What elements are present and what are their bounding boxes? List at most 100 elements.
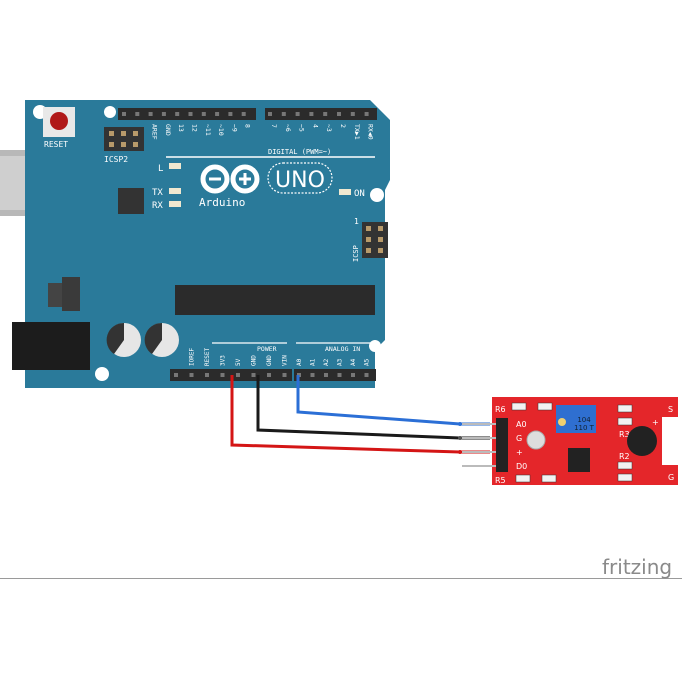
- header-pin[interactable]: [281, 112, 286, 116]
- pin-label-a0: A0: [516, 420, 527, 429]
- top-pin-label: ~5: [298, 124, 306, 132]
- reset-label: RESET: [44, 140, 68, 149]
- header-pin[interactable]: [188, 112, 193, 116]
- microphone: [627, 426, 657, 456]
- power-pin-label: GND: [251, 355, 258, 366]
- power-jack: [12, 322, 90, 370]
- atmega-chip: [175, 285, 375, 315]
- header-pin[interactable]: [323, 112, 328, 116]
- icsp-label: ICSP: [352, 245, 360, 262]
- top-pin-label: TX▶1: [353, 124, 361, 140]
- header-pin[interactable]: [161, 112, 166, 116]
- led-l-label: L: [158, 164, 163, 174]
- top-pin-label: 7: [270, 124, 278, 128]
- header-pin[interactable]: [267, 373, 271, 377]
- led-on-label: ON: [354, 189, 365, 199]
- header-pin[interactable]: [364, 373, 369, 377]
- top-pin-label: ~11: [204, 124, 212, 136]
- header-pin[interactable]: [241, 112, 246, 116]
- header-pin[interactable]: [220, 373, 225, 377]
- digital-header-low[interactable]: [265, 108, 377, 120]
- uno-logo: UNO: [275, 168, 325, 193]
- capacitor-mark: [144, 322, 162, 354]
- header-pin[interactable]: [282, 373, 287, 377]
- top-pin-label: 4: [311, 124, 319, 128]
- pin-label-d0: D0: [516, 462, 527, 471]
- wire-end: [458, 422, 462, 426]
- reset-button-cap[interactable]: [50, 112, 68, 130]
- side-label-plus: +: [652, 418, 659, 427]
- header-pin[interactable]: [201, 112, 206, 116]
- header-pin[interactable]: [135, 112, 140, 116]
- header-pin[interactable]: [310, 373, 315, 377]
- analog-label: ANALOG IN: [325, 345, 360, 353]
- header-pin[interactable]: [175, 112, 180, 116]
- header-pin[interactable]: [236, 373, 240, 377]
- power-label: POWER: [257, 345, 277, 353]
- led-on: [339, 189, 351, 195]
- header-pin[interactable]: [350, 112, 355, 116]
- analog-header[interactable]: [294, 369, 376, 381]
- icsp-pins: [366, 226, 383, 253]
- header-pin[interactable]: [351, 373, 355, 377]
- power-pin-label: 5V: [235, 358, 242, 366]
- mount-hole: [369, 340, 381, 352]
- led-tx-label: TX: [152, 188, 163, 198]
- top-pin-label: ~3: [325, 124, 333, 132]
- r3-label: R3: [619, 430, 630, 439]
- header-pin[interactable]: [337, 112, 341, 116]
- header-pin[interactable]: [189, 373, 194, 377]
- header-pin[interactable]: [364, 112, 369, 116]
- top-pin-label: RX◀0: [367, 124, 375, 140]
- power-pin-label: VIN: [282, 355, 289, 366]
- header-pin[interactable]: [148, 112, 153, 116]
- analog-pin-label: A4: [350, 358, 357, 366]
- side-label-s: S: [668, 405, 673, 414]
- voltage-regulator-body: [62, 277, 80, 311]
- header-pin[interactable]: [174, 373, 178, 377]
- power-pin-label: IOREF: [189, 348, 196, 366]
- header-pin[interactable]: [324, 373, 328, 377]
- power-pin-label: 3V3: [220, 355, 227, 366]
- arduino-infinity-logo: [200, 164, 260, 194]
- top-pin-label: 13: [177, 124, 185, 132]
- pot-label-2: 110 T: [574, 424, 595, 432]
- bottom-header-pins: [174, 373, 369, 377]
- icsp-header: [362, 222, 388, 258]
- top-pin-label: 8: [244, 124, 252, 128]
- header-pin[interactable]: [228, 112, 233, 116]
- wire-end: [458, 450, 462, 454]
- header-pin[interactable]: [268, 112, 272, 116]
- icsp2-label: ICSP2: [104, 155, 128, 164]
- analog-pin-label: A3: [337, 358, 344, 366]
- icsp2-pins: [109, 131, 138, 147]
- analog-pin-label: A0: [296, 358, 303, 366]
- led-l: [169, 163, 181, 169]
- header-pin[interactable]: [309, 112, 314, 116]
- capacitor-mark: [106, 322, 124, 354]
- usb-chip: [118, 188, 144, 214]
- arduino-brand: Arduino: [199, 196, 245, 209]
- header-pin[interactable]: [215, 112, 220, 116]
- top-pin-label: ~9: [230, 124, 238, 132]
- header-pin[interactable]: [337, 373, 342, 377]
- led-rx-label: RX: [152, 201, 163, 211]
- analog-pin-label: A5: [364, 358, 371, 366]
- header-pin[interactable]: [295, 112, 300, 116]
- arduino-board: [25, 100, 390, 388]
- voltage-regulator: [48, 283, 62, 307]
- wire-end: [458, 436, 462, 440]
- mount-hole: [370, 188, 384, 202]
- uno-logo-frame: [267, 162, 333, 194]
- top-header-pins: [122, 112, 369, 116]
- top-pin-label: ~6: [284, 124, 292, 132]
- r6-label: R6: [495, 405, 506, 414]
- header-pin[interactable]: [122, 112, 126, 116]
- pin-label-g: G: [516, 434, 522, 443]
- power-pin-label: GND: [266, 355, 273, 366]
- header-pin[interactable]: [205, 373, 209, 377]
- header-pin[interactable]: [251, 373, 256, 377]
- digital-header-high[interactable]: [118, 108, 256, 120]
